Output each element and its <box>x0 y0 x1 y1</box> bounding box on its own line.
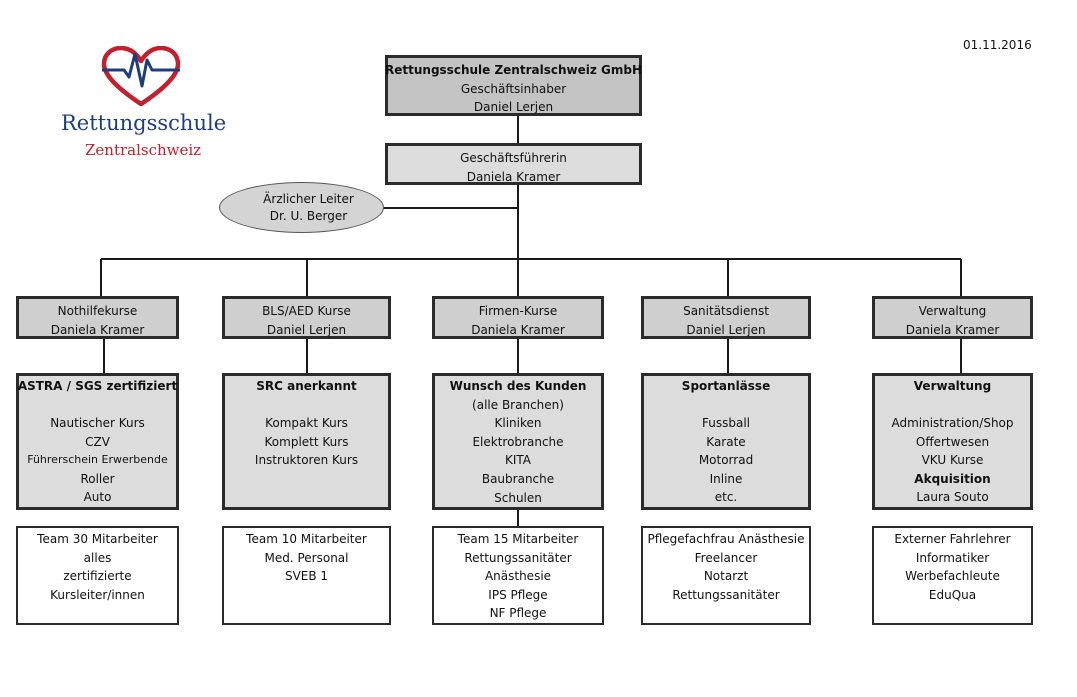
line-2: Werbefachleute <box>905 569 1000 584</box>
line-6: Laura Souto <box>916 490 989 505</box>
line-2: zertifizierte <box>63 569 132 584</box>
line-3: EduQua <box>928 587 977 602</box>
line-4: VKU Kurse <box>921 453 984 468</box>
line-4: NF Pflege <box>489 606 547 621</box>
line-0: Team 10 Mitarbeiter <box>246 532 367 546</box>
line-1: Med. Personal <box>264 550 349 565</box>
line-1: alles <box>83 550 112 565</box>
line-0: Firmen-Kurse <box>478 304 558 318</box>
medical-lead-name: Dr. U. Berger <box>269 208 348 223</box>
medical-lead-node: Ärzlicher Leiter Dr. U. Berger <box>219 182 384 233</box>
line-6: etc. <box>714 490 738 505</box>
dept-details-firmen: Wunsch des Kunden (alle Branchen) Kliniken… <box>432 373 604 510</box>
logo-subtitle: Zentralschweiz <box>85 141 202 159</box>
line-4: Führerschein Erwerbende <box>27 453 168 467</box>
line-3: Offertwesen <box>915 434 990 449</box>
line-2: Kompakt Kurs <box>265 416 348 431</box>
line-3: Karate <box>706 434 746 449</box>
line-2: Daniel Lerjen <box>473 100 554 115</box>
line-0: Team 30 Mitarbeiter <box>37 532 158 546</box>
line-0: Pflegefachfrau Anästhesie <box>647 532 805 546</box>
line-5: Akquisition <box>914 471 991 486</box>
line-6: Schulen <box>494 490 542 505</box>
line-0: Rettungsschule Zentralschweiz GmbH <box>385 63 642 77</box>
line-1: (alle Branchen) <box>472 397 564 412</box>
line-0: Sanitätsdienst <box>683 304 769 318</box>
date-label: 01.11.2016 <box>963 38 1032 52</box>
line-6: Auto <box>83 490 112 505</box>
line-0: ASTRA / SGS zertifiziert <box>17 379 178 393</box>
logo-name: Rettungsschule <box>61 111 227 135</box>
line-1: Freelancer <box>694 550 758 565</box>
line-4: Motorrad <box>698 453 754 468</box>
line-3: CZV <box>85 434 110 449</box>
medical-lead-title: Ärzlicher Leiter <box>263 191 354 206</box>
line-2: Kliniken <box>494 416 542 431</box>
line-2: Fussball <box>702 416 750 431</box>
line-4: KITA <box>504 453 531 468</box>
line-5: Roller <box>80 471 115 486</box>
owner-box: Rettungsschule Zentralschweiz GmbH Geschä… <box>385 55 642 116</box>
line-2: Nautischer Kurs <box>50 416 145 431</box>
line-4: Instruktoren Kurs <box>254 453 359 468</box>
line-1: Daniel Lerjen <box>266 322 347 337</box>
line-0: BLS/AED Kurse <box>262 304 351 318</box>
line-1: Daniela Kramer <box>471 322 565 337</box>
line-3: Komplett Kurs <box>264 434 349 449</box>
line-3: IPS Pflege <box>488 587 548 602</box>
line-3: Rettungssanitäter <box>672 587 780 602</box>
line-0: Verwaltung <box>918 304 987 318</box>
line-2: Notarzt <box>703 569 749 584</box>
line-5: Inline <box>709 471 743 486</box>
line-0: Sportanlässe <box>681 379 771 393</box>
line-1: Geschäftsinhaber <box>460 81 567 96</box>
line-2: Administration/Shop <box>891 416 1014 431</box>
line-0: Team 15 Mitarbeiter <box>457 532 579 546</box>
line-2: Anästhesie <box>484 569 552 584</box>
line-0: Verwaltung <box>913 379 992 393</box>
line-2: SVEB 1 <box>284 569 329 584</box>
line-1: Daniela Kramer <box>905 322 1000 337</box>
line-1: Daniel Lerjen <box>686 322 766 337</box>
line-0: Nothilfekurse <box>57 304 138 318</box>
line-1: Daniela Kramer <box>50 322 145 337</box>
line-1: Rettungssanitäter <box>464 550 572 565</box>
heart-pulse-icon <box>101 46 181 107</box>
line-0: Geschäftsführerin <box>460 151 567 165</box>
line-0: Externer Fahrlehrer <box>894 532 1011 546</box>
line-1: Informatiker <box>915 550 990 565</box>
line-3: Kursleiter/innen <box>50 587 145 602</box>
line-1: Daniela Kramer <box>466 169 561 184</box>
line-3: Elektrobranche <box>472 434 564 449</box>
line-0: Wunsch des Kunden <box>449 379 587 393</box>
line-0: SRC anerkannt <box>256 379 357 393</box>
line-5: Baubranche <box>481 471 555 486</box>
